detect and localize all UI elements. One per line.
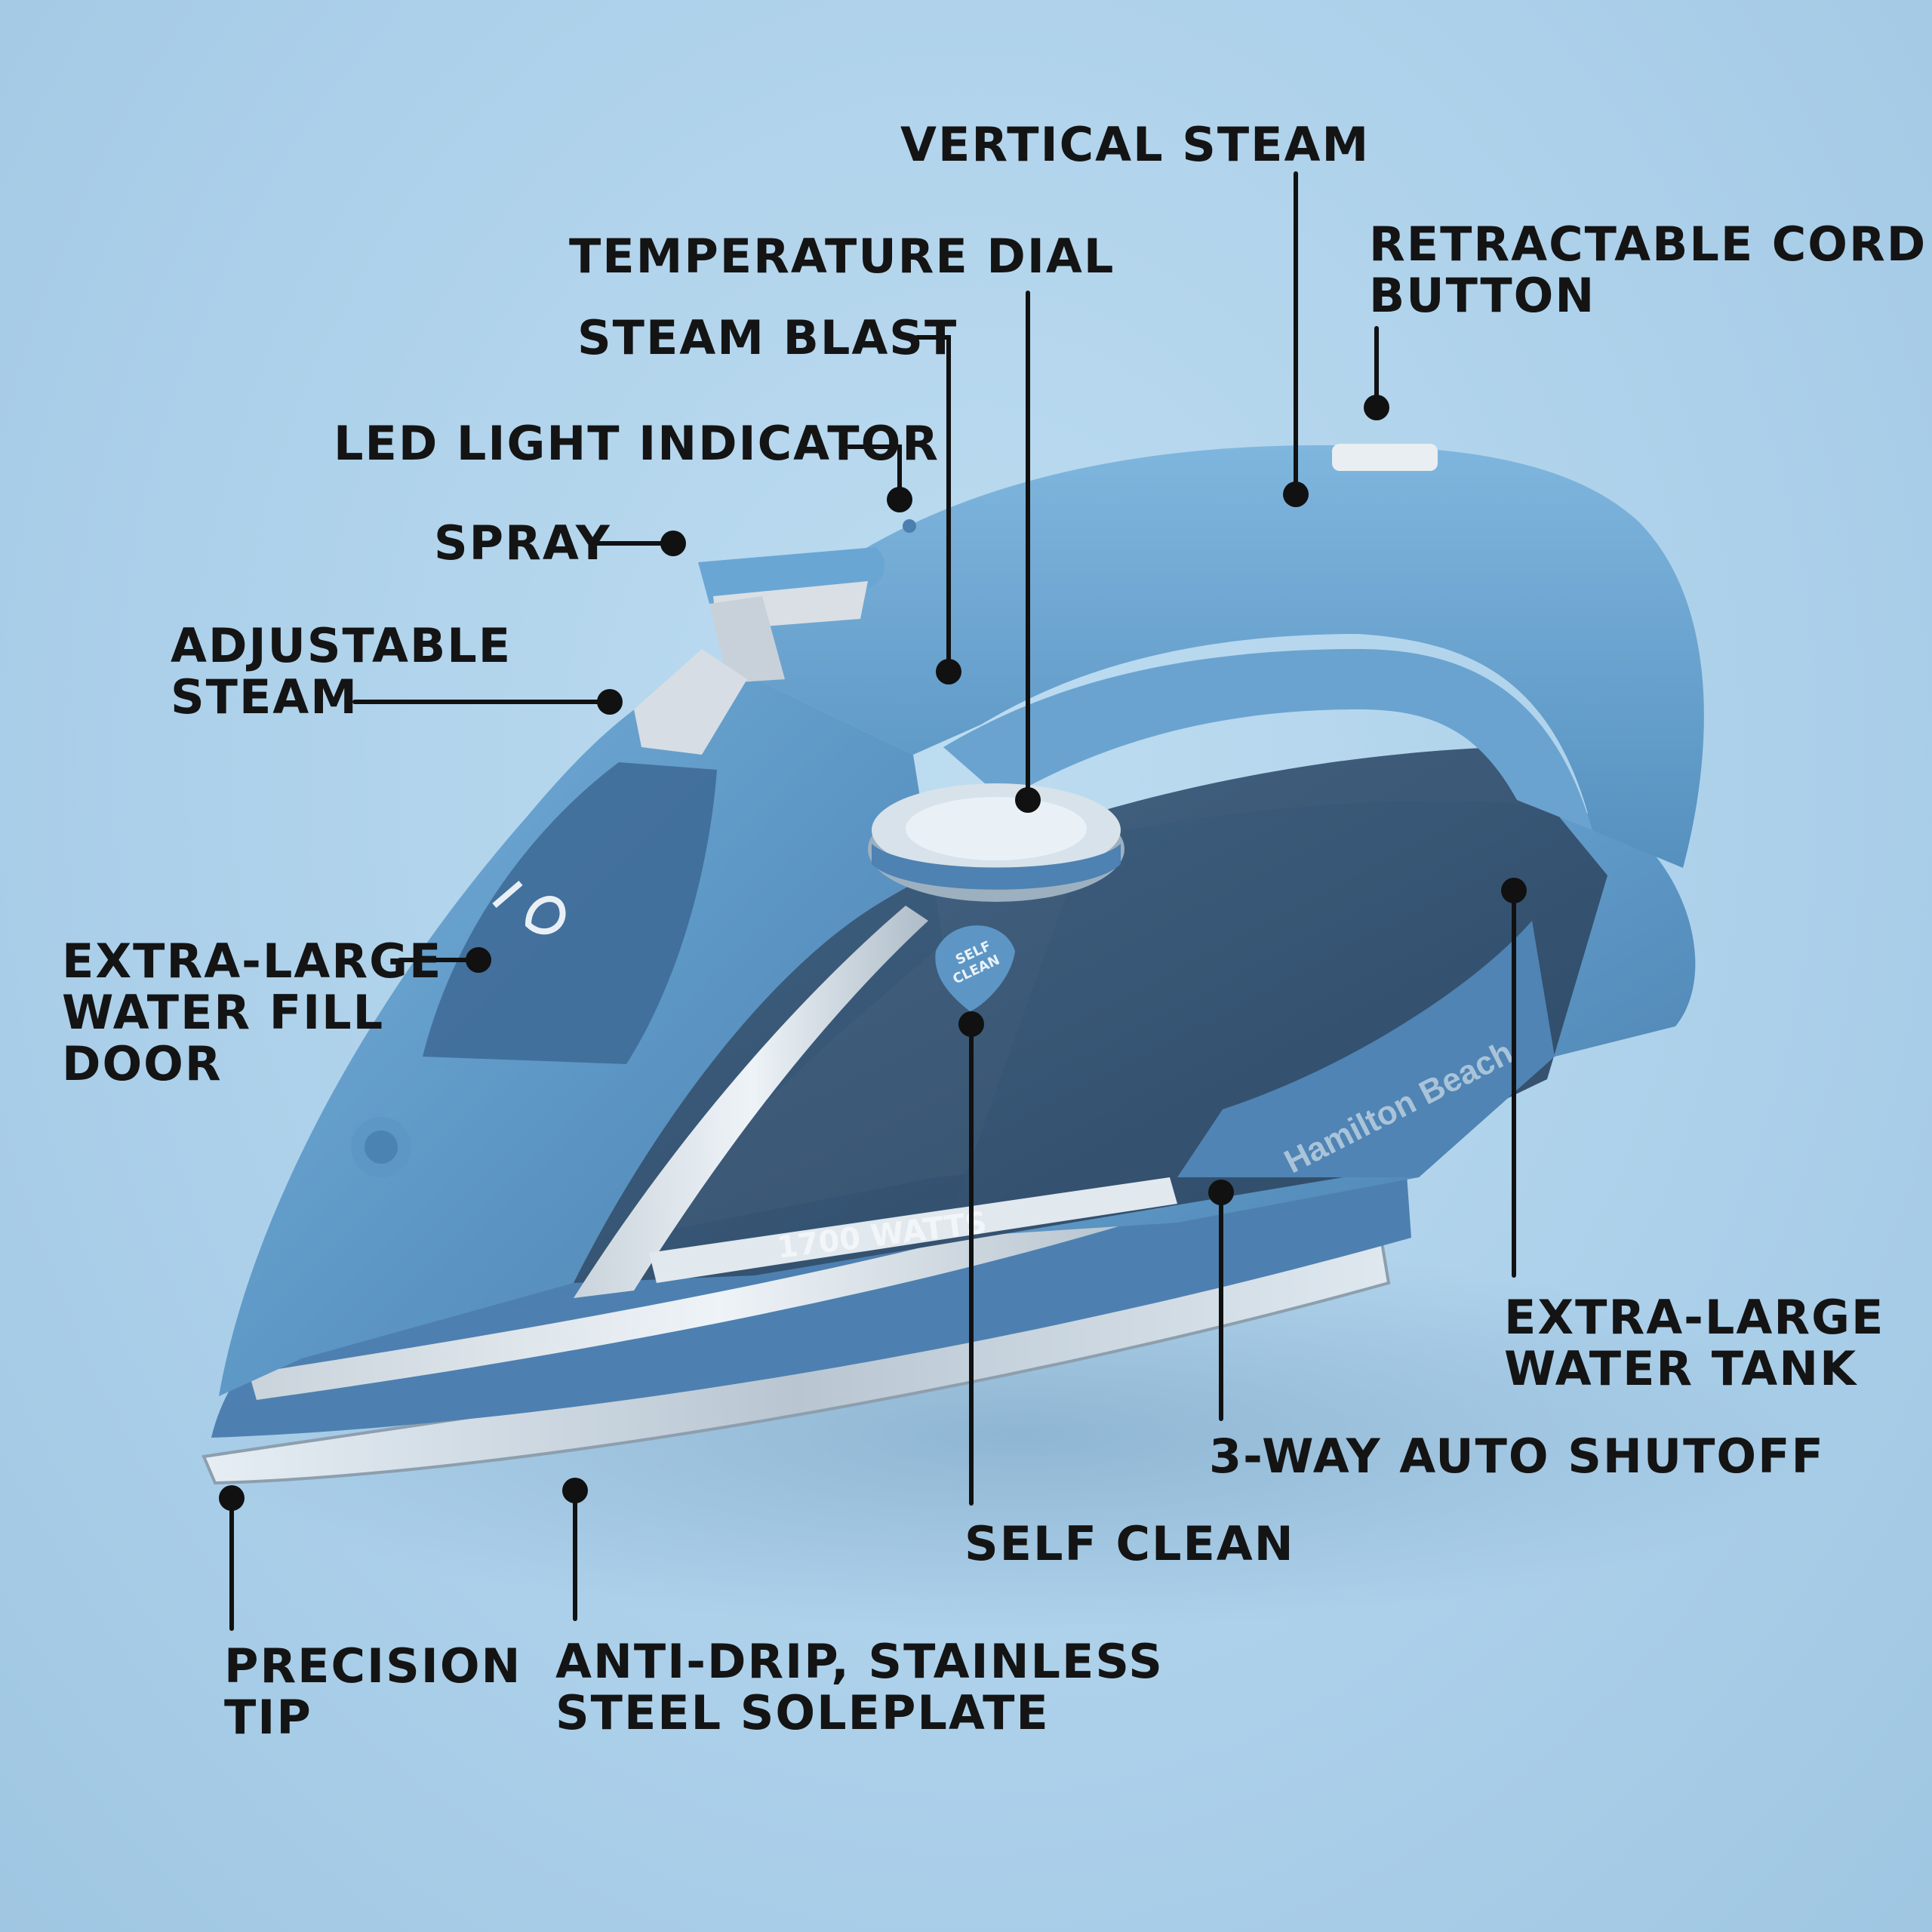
iron-handle (724, 445, 1704, 868)
dot-auto-shutoff (1208, 1180, 1234, 1205)
dot-vertical-steam (1283, 481, 1309, 507)
label-spray: SPRAY (434, 518, 611, 569)
label-line: WATER FILL (62, 985, 385, 1040)
dot-fill-door (466, 947, 491, 973)
label-temperature-dial: TEMPERATURE DIAL (569, 231, 1115, 282)
label-line: TEMPERATURE DIAL (569, 229, 1115, 284)
leader-lines (229, 171, 1516, 1631)
label-adjustable-steam: ADJUSTABLE STEAM (171, 620, 512, 723)
label-line: SPRAY (434, 515, 611, 571)
label-soleplate: ANTI-DRIP, STAINLESS STEEL SOLEPLATE (555, 1636, 1164, 1739)
leader-steam-blast (915, 335, 951, 674)
label-line: STEAM BLAST (577, 310, 958, 365)
label-line: 3-WAY AUTO SHUTOFF (1209, 1429, 1825, 1484)
dot-led (887, 487, 912, 512)
label-line: DOOR (62, 1036, 223, 1091)
leader-led (847, 445, 902, 500)
label-vertical-steam: VERTICAL STEAM (900, 119, 1370, 171)
leader-dots (219, 395, 1527, 1511)
brand-panel (1177, 921, 1555, 1177)
handle-inner-loop (943, 649, 1592, 830)
water-fill-door-shape (423, 762, 717, 1064)
label-line: PRECISION (224, 1638, 522, 1694)
led-indicator-shape (903, 519, 916, 533)
dot-cord-button (1364, 395, 1389, 420)
dot-water-tank (1501, 878, 1527, 903)
label-line: BUTTON (1369, 268, 1596, 323)
label-line: EXTRA-LARGE (1504, 1290, 1885, 1345)
dot-temperature-dial (1015, 787, 1041, 813)
label-line: STEAM (171, 669, 358, 724)
spray-front-shape (709, 596, 785, 683)
label-line: TIP (224, 1690, 312, 1745)
steam-slider-shape (634, 649, 747, 755)
label-line: LED LIGHT INDICATOR (334, 416, 940, 471)
label-water-tank: EXTRA-LARGE WATER TANK (1504, 1292, 1884, 1395)
label-retractable-cord-button: RETRACTABLE CORD BUTTON (1369, 219, 1927, 321)
label-auto-shutoff: 3-WAY AUTO SHUTOFF (1209, 1431, 1825, 1482)
dot-soleplate (562, 1478, 588, 1503)
tank-swoosh (574, 906, 928, 1298)
self-clean-button-shape (935, 925, 1015, 1011)
label-line: ADJUSTABLE (171, 618, 512, 673)
dot-precision-tip (219, 1485, 245, 1511)
label-line: WATER TANK (1504, 1341, 1858, 1396)
label-self-clean: SELF CLEAN (964, 1518, 1295, 1570)
label-line: RETRACTABLE CORD (1369, 217, 1927, 272)
label-line: SELF CLEAN (964, 1516, 1295, 1571)
cord-button-shape (1332, 444, 1438, 471)
label-water-fill-door: EXTRA-LARGE WATER FILL DOOR (62, 936, 442, 1090)
label-led-light-indicator: LED LIGHT INDICATOR (334, 418, 940, 469)
fill-door-symbol (492, 880, 566, 935)
dot-steam-blast (936, 659, 961, 685)
label-line: ANTI-DRIP, STAINLESS (555, 1634, 1164, 1689)
label-line: VERTICAL STEAM (900, 117, 1371, 172)
label-line: STEEL SOLEPLATE (555, 1685, 1050, 1740)
white-rail (649, 1177, 1177, 1283)
dot-spray (660, 531, 686, 556)
label-line: EXTRA-LARGE (62, 934, 443, 989)
label-precision-tip: PRECISION TIP (224, 1641, 521, 1743)
silver-stripe (249, 1177, 1192, 1400)
dot-adjustable-steam (597, 689, 623, 715)
label-steam-blast: STEAM BLAST (577, 312, 958, 364)
dot-self-clean (958, 1011, 984, 1037)
